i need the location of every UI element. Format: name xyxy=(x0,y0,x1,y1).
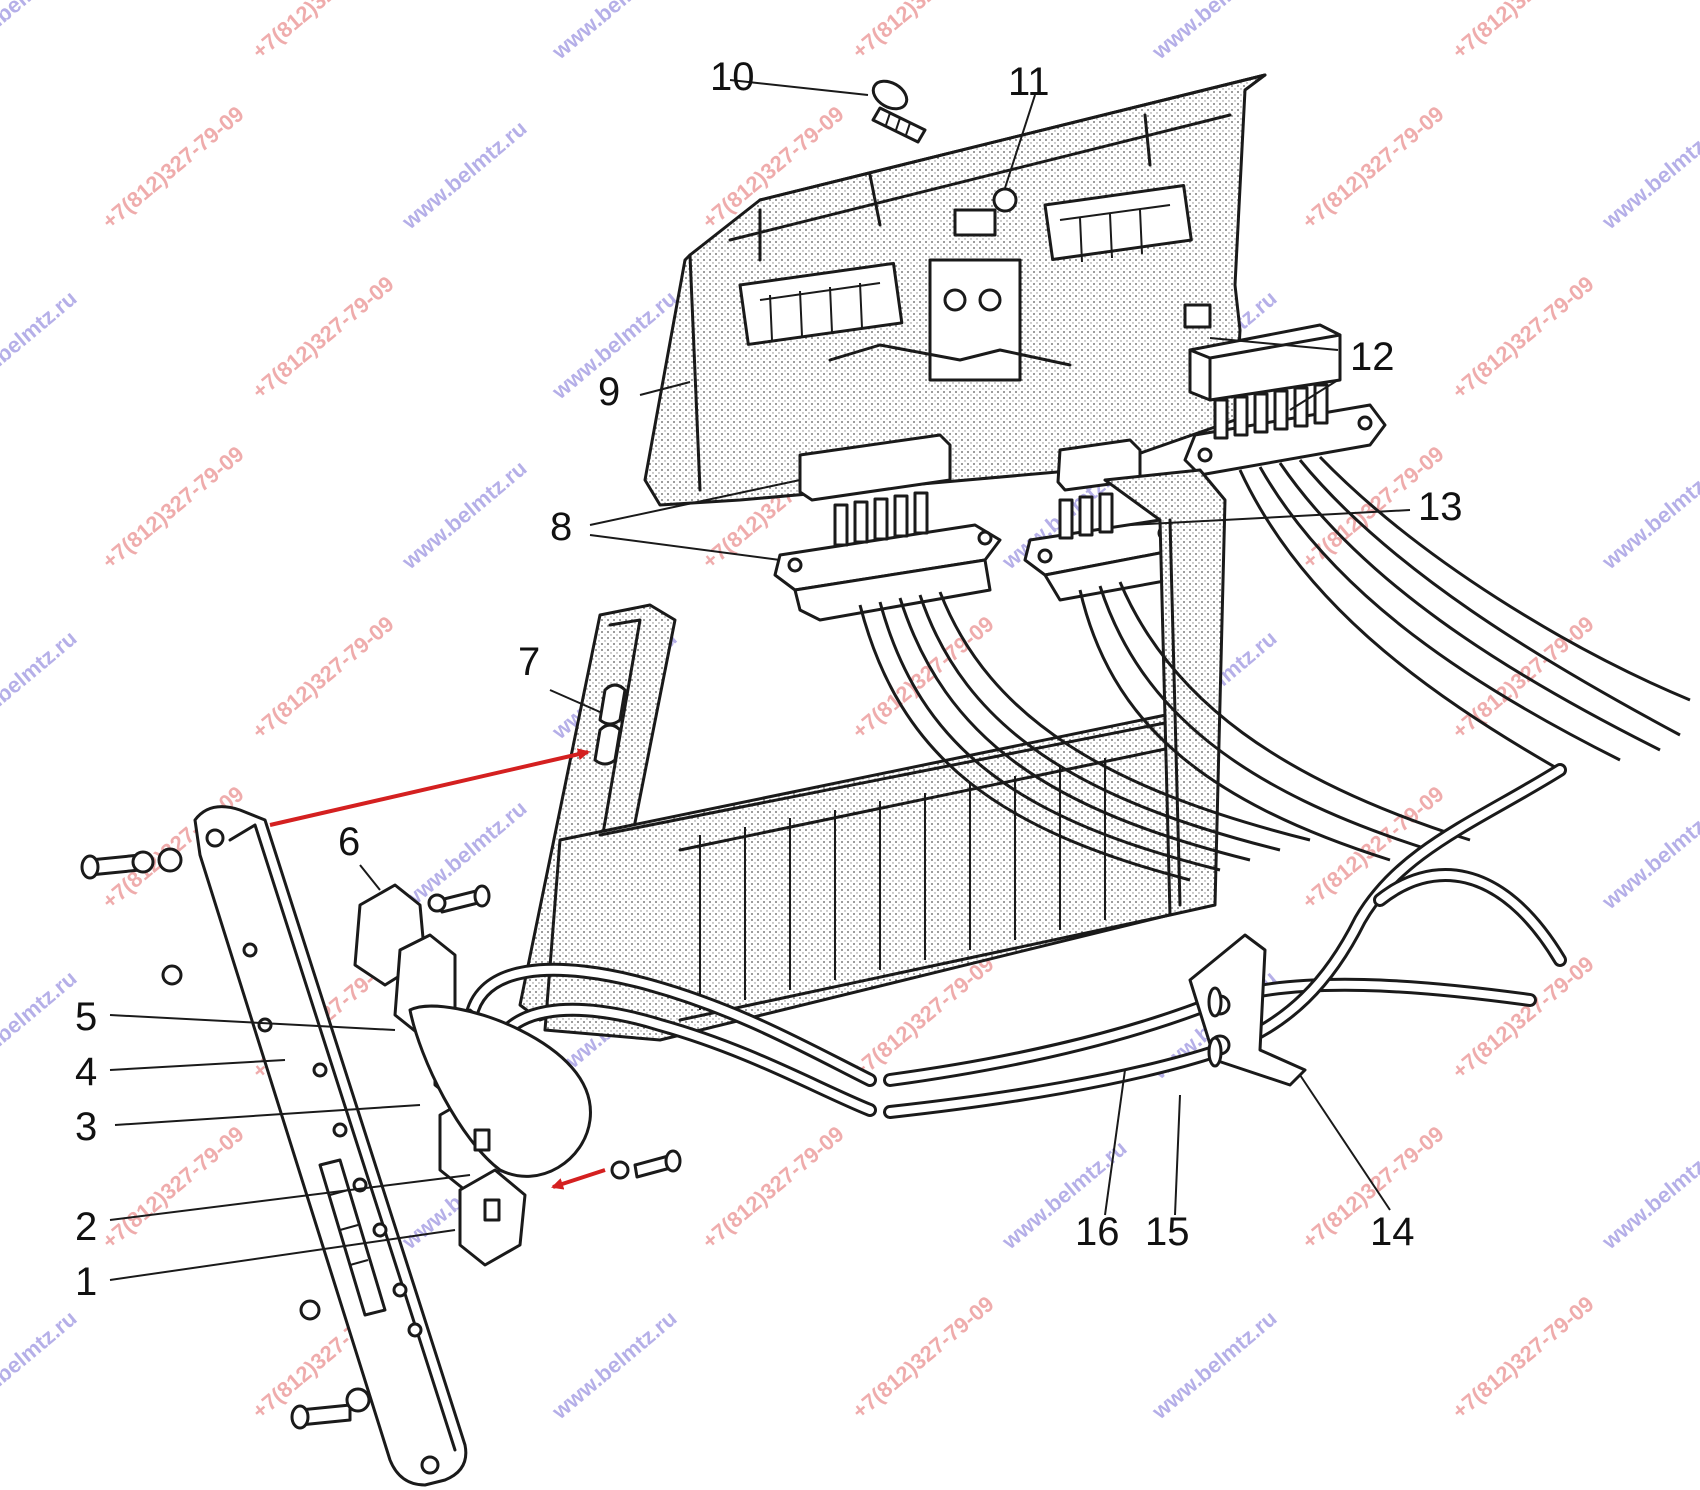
watermark-phone: +7(812)327-79-09 xyxy=(847,1291,998,1424)
screw-part-10 xyxy=(871,79,927,144)
watermark-site: www.belmtz.ru xyxy=(0,0,82,64)
part-label-10: 10 xyxy=(710,55,755,99)
part-number-labels: 1 2 3 4 5 6 7 8 9 10 11 12 13 14 15 16 xyxy=(75,55,1463,1304)
watermark-site: www.belmtz.ru xyxy=(1596,455,1700,574)
watermark-site: www.belmtz.ru xyxy=(0,625,82,744)
watermark-phone: +7(812)327-79-09 xyxy=(247,0,398,64)
part-label-4: 4 xyxy=(75,1050,97,1094)
watermark-site: www.belmtz.ru xyxy=(0,965,82,1084)
watermark-site: www.belmtz.ru xyxy=(1146,0,1281,64)
assembly-arrows xyxy=(269,748,606,1190)
watermark-phone: +7(812)327-79-09 xyxy=(247,271,398,404)
clamp-bracket-part-14 xyxy=(1188,933,1307,1087)
watermark-site: www.belmtz.ru xyxy=(1596,795,1700,914)
red-arrow-upper xyxy=(269,748,590,827)
watermark-phone: +7(812)327-79-09 xyxy=(1447,951,1598,1084)
watermark-phone: +7(812)327-79-09 xyxy=(97,1121,248,1254)
watermark-site: www.belmtz.ru xyxy=(546,1305,681,1424)
watermark-site: www.belmtz.ru xyxy=(1146,1305,1281,1424)
watermark-site: www.belmtz.ru xyxy=(1596,1135,1700,1254)
part-label-5: 5 xyxy=(75,995,97,1039)
watermark-site: www.belmtz.ru xyxy=(396,115,531,234)
watermark-phone: +7(812)327-79-09 xyxy=(1447,0,1598,64)
part-label-7: 7 xyxy=(518,640,540,684)
wire-harness xyxy=(858,455,1691,882)
watermark-phone: +7(812)327-79-09 xyxy=(1447,1291,1598,1424)
watermark-phone: +7(812)327-79-09 xyxy=(847,611,998,744)
part-label-15: 15 xyxy=(1145,1210,1190,1254)
part-label-9: 9 xyxy=(598,370,620,414)
watermark-phone: +7(812)327-79-09 xyxy=(697,1121,848,1254)
watermark-site: www.belmtz.ru xyxy=(0,1305,82,1424)
connector-block-part-8 xyxy=(773,433,1002,622)
part-label-6: 6 xyxy=(338,820,360,864)
watermark-phone: +7(812)327-79-09 xyxy=(1447,271,1598,404)
part-label-2: 2 xyxy=(75,1205,97,1249)
watermark-site: www.belmtz.ru xyxy=(1596,115,1700,234)
watermark-site: www.belmtz.ru xyxy=(0,285,82,404)
switch-modules-part-1-6 xyxy=(353,883,592,1267)
watermark-phone: +7(812)327-79-09 xyxy=(97,101,248,234)
watermark-phone: +7(812)327-79-09 xyxy=(1297,101,1448,234)
part-label-11: 11 xyxy=(1008,60,1050,104)
watermark-phone: +7(812)327-79-09 xyxy=(97,441,248,574)
red-arrow-lower xyxy=(551,1168,606,1190)
upper-panel-part-9 xyxy=(643,73,1267,507)
watermark-site: www.belmtz.ru xyxy=(396,455,531,574)
watermark-site: www.belmtz.ru xyxy=(546,0,681,64)
part-label-8: 8 xyxy=(550,505,572,549)
watermark-phone: +7(812)327-79-09 xyxy=(847,0,998,64)
fasteners xyxy=(80,847,682,1430)
part-label-13: 13 xyxy=(1418,485,1463,529)
part-label-12: 12 xyxy=(1350,335,1395,379)
lower-frame-part-7 xyxy=(518,468,1227,1042)
part-label-1: 1 xyxy=(75,1260,97,1304)
part-label-3: 3 xyxy=(75,1105,97,1149)
connector-block-part-12 xyxy=(1183,323,1387,477)
leader-lines xyxy=(109,79,1411,1281)
part-label-14: 14 xyxy=(1370,1210,1415,1254)
part-label-16: 16 xyxy=(1075,1210,1120,1254)
mounting-plate-part-4 xyxy=(193,805,468,1487)
watermark-phone: +7(812)327-79-09 xyxy=(247,611,398,744)
